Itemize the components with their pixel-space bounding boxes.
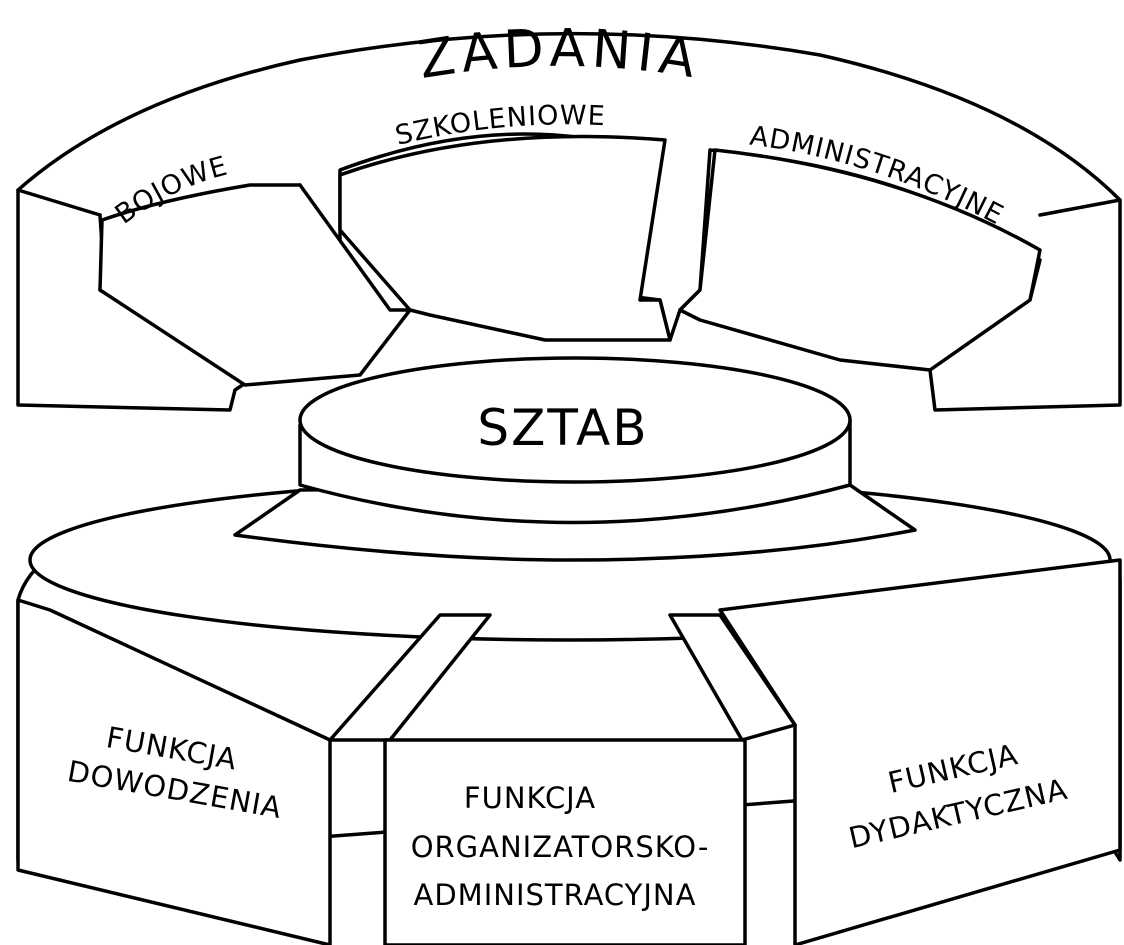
arrow-combat — [98, 183, 412, 387]
arrow-training — [338, 134, 672, 342]
function-organizational-line2: ORGANIZATORSKO- — [411, 830, 710, 864]
block-command — [16, 598, 332, 945]
center-label: SZTAB — [477, 399, 648, 457]
block-organizational — [328, 613, 797, 945]
function-organizational-line1: FUNKCJA — [464, 781, 596, 815]
center-drum — [233, 356, 917, 562]
function-organizational-line3: ADMINISTRACYJNA — [414, 878, 697, 912]
arrow-admin — [678, 148, 1042, 372]
